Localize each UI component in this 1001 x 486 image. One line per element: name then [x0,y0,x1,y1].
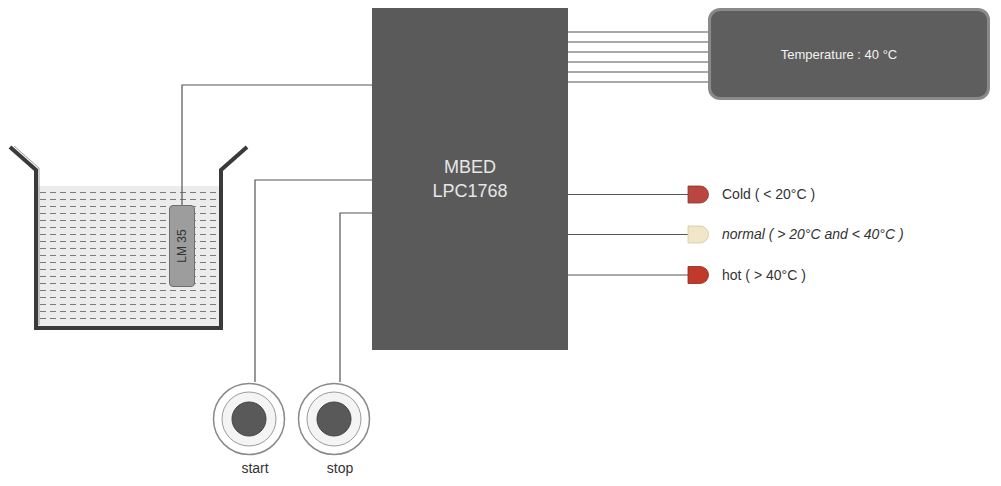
wire [255,180,372,382]
led-hot [688,267,708,284]
beaker [10,147,247,328]
led-wire [568,234,688,235]
water [38,186,220,326]
led-label: hot ( > 40°C ) [722,266,806,284]
water-surface-dashes [40,188,218,324]
microcontroller-board: MBED LPC1768 [372,8,568,350]
button-symbol [212,382,286,456]
wire [568,71,708,72]
push-button: stop [297,382,383,484]
wire [340,213,372,382]
button-label: stop [297,460,383,476]
led-normal [688,226,709,243]
wire [568,31,708,32]
wire [568,81,708,82]
push-button: start [212,382,298,484]
beaker-inner-edge [14,146,39,325]
wire [568,51,708,52]
wire [568,41,708,42]
led-wire [568,274,688,275]
wire [568,61,708,62]
led-wire [568,194,688,195]
mbed-text: MBED LPC1768 [410,155,530,203]
wire [182,85,372,205]
button-symbol [297,382,371,456]
temperature-sensor: LM 35 [169,205,195,287]
lcd-text: Temperature : 40 °C [781,47,897,62]
button-label: start [212,460,298,476]
sensor-text: LM 35 [175,229,189,262]
lcd-display: Temperature : 40 °C [708,8,990,100]
led-cold [688,186,709,203]
led-label: Cold ( < 20°C ) [722,185,815,203]
led-label: normal ( > 20°C and < 40°C ) [722,225,904,243]
